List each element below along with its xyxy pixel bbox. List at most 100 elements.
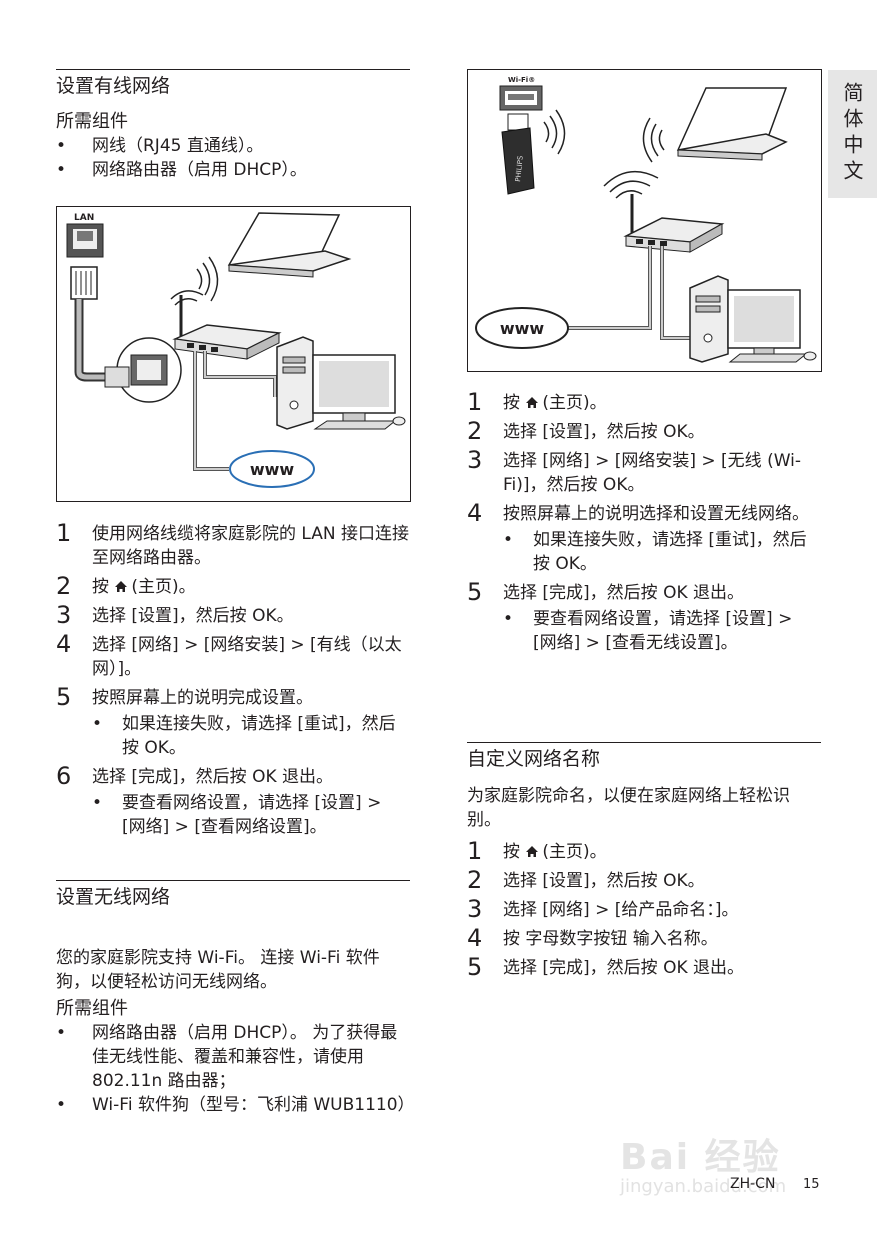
step-number: 5 xyxy=(56,683,72,711)
step-text: 选择 [网络] > [给产品命名：]。 xyxy=(503,900,739,920)
usb-port-icon xyxy=(499,85,543,111)
wireless-req-title: 所需组件 xyxy=(56,998,128,1019)
home-icon xyxy=(526,846,539,857)
list-item: 2 选择 [设置]，然后按 OK。 xyxy=(467,866,812,894)
desktop-pc-icon xyxy=(276,336,406,430)
list-item: 3 选择 [网络] > [给产品命名：]。 xyxy=(467,895,812,923)
step-number: 6 xyxy=(56,762,72,790)
list-item: 网线（RJ45 直通线）。 xyxy=(56,134,410,158)
wireless-diagram-svg: Wi-Fi® PHILIPS xyxy=(475,76,817,363)
step-number: 1 xyxy=(467,388,483,416)
step-text: (主页)。 xyxy=(542,393,607,413)
step-sublist: 如果连接失败，请选择 [重试]，然后按 OK。 xyxy=(92,712,410,760)
step-number: 3 xyxy=(467,446,483,474)
wired-diagram: LAN xyxy=(56,206,411,502)
wifi-signal-icon xyxy=(170,256,219,306)
list-item: 如果连接失败，请选择 [重试]，然后按 OK。 xyxy=(503,528,812,576)
step-text: 选择 [设置]，然后按 OK。 xyxy=(92,606,294,626)
wired-req-list: 网线（RJ45 直通线）。 网络路由器（启用 DHCP）。 xyxy=(56,134,410,182)
step-number: 1 xyxy=(56,519,72,547)
list-item: 3 选择 [设置]，然后按 OK。 xyxy=(56,601,410,629)
philips-label: PHILIPS xyxy=(514,155,525,182)
step-number: 3 xyxy=(467,895,483,923)
lan-zoom-icon xyxy=(104,337,182,403)
list-item: 网络路由器（启用 DHCP）。 为了获得最佳无线性能、覆盖和兼容性，请使用 80… xyxy=(56,1021,410,1093)
wireless-section-title: 设置无线网络 xyxy=(56,886,171,908)
wireless-diagram: Wi-Fi® PHILIPS xyxy=(467,69,822,372)
step-text: (主页)。 xyxy=(542,842,607,862)
step-number: 1 xyxy=(467,837,483,865)
list-item: 1 使用网络线缆将家庭影院的 LAN 接口连接至网络路由器。 xyxy=(56,519,410,570)
rename-section-title: 自定义网络名称 xyxy=(467,748,601,770)
section-rule xyxy=(56,880,410,881)
section-rule xyxy=(56,69,410,70)
step-number: 4 xyxy=(56,630,72,658)
step-text: (主页)。 xyxy=(131,577,196,597)
internet-www-icon: www xyxy=(229,450,315,488)
step-text: 选择 [设置]，然后按 OK。 xyxy=(503,871,705,891)
step-text: 选择 [设置]，然后按 OK。 xyxy=(503,422,705,442)
home-icon xyxy=(115,581,128,592)
wired-req-title: 所需组件 xyxy=(56,111,128,132)
section-rule xyxy=(467,742,821,743)
step-text: 按 xyxy=(92,577,109,597)
home-icon xyxy=(526,397,539,408)
step-sublist: 如果连接失败，请选择 [重试]，然后按 OK。 xyxy=(503,528,812,576)
list-item: 2 按 (主页)。 xyxy=(56,572,410,600)
wireless-steps: 1 按 (主页)。 2 选择 [设置]，然后按 OK。 3 选择 [网络] > … xyxy=(467,388,812,660)
list-item: 5 选择 [完成]，然后按 OK 退出。 xyxy=(467,953,812,981)
router-icon xyxy=(623,194,725,253)
rename-steps: 1 按 (主页)。 2 选择 [设置]，然后按 OK。 3 选择 [网络] > … xyxy=(467,837,812,985)
step-text: 按 xyxy=(503,842,520,862)
router-icon xyxy=(172,295,282,360)
ethernet-plug-icon xyxy=(70,266,98,300)
list-item: 4 按 字母数字按钮 输入名称。 xyxy=(467,924,812,952)
step-number: 4 xyxy=(467,924,483,952)
language-code: ZH-CN xyxy=(730,1176,776,1192)
step-sublist: 要查看网络设置，请选择 [设置] > [网络] > [查看无线设置]。 xyxy=(503,607,812,655)
step-text: 选择 [完成]，然后按 OK 退出。 xyxy=(503,958,745,978)
step-sublist: 要查看网络设置，请选择 [设置] > [网络] > [查看网络设置]。 xyxy=(92,791,410,839)
step-number: 2 xyxy=(56,572,72,600)
watermark-logo: Bai 经验 xyxy=(620,1137,781,1178)
list-item: Wi-Fi 软件狗（型号：飞利浦 WUB1110） xyxy=(56,1093,415,1117)
step-text: 选择 [网络] > [网络安装] > [有线（以太网）]。 xyxy=(92,635,402,679)
laptop-icon xyxy=(676,87,788,161)
step-number: 4 xyxy=(467,499,483,527)
www-label: www xyxy=(500,319,545,338)
language-tab-label: 简体中文 xyxy=(840,82,864,186)
step-number: 5 xyxy=(467,953,483,981)
step-number: 5 xyxy=(467,578,483,606)
www-label: www xyxy=(250,460,295,479)
list-item: 4 按照屏幕上的说明选择和设置无线网络。 如果连接失败，请选择 [重试]，然后按… xyxy=(467,499,812,576)
step-text: 使用网络线缆将家庭影院的 LAN 接口连接至网络路由器。 xyxy=(92,524,410,568)
wifi-dongle-icon: PHILIPS xyxy=(501,113,535,195)
wired-steps: 1 使用网络线缆将家庭影院的 LAN 接口连接至网络路由器。 2 按 (主页)。… xyxy=(56,519,410,844)
step-number: 2 xyxy=(467,417,483,445)
list-item: 要查看网络设置，请选择 [设置] > [网络] > [查看网络设置]。 xyxy=(92,791,410,839)
language-tab: 简体中文 xyxy=(828,70,877,198)
lan-label: LAN xyxy=(74,213,94,223)
wired-section-title: 设置有线网络 xyxy=(56,75,171,97)
step-text: 选择 [完成]，然后按 OK 退出。 xyxy=(503,583,745,603)
step-number: 3 xyxy=(56,601,72,629)
step-text: 选择 [网络] > [网络安装] > [无线 (Wi-Fi)]，然后按 OK。 xyxy=(503,451,801,495)
watermark-url: jingyan.baidu.com xyxy=(620,1176,787,1197)
list-item: 网络路由器（启用 DHCP）。 xyxy=(56,158,410,182)
wired-diagram-svg: LAN xyxy=(66,212,406,488)
list-item: 2 选择 [设置]，然后按 OK。 xyxy=(467,417,812,445)
desktop-pc-icon xyxy=(689,275,817,363)
list-item: 如果连接失败，请选择 [重试]，然后按 OK。 xyxy=(92,712,410,760)
list-item: 3 选择 [网络] > [网络安装] > [无线 (Wi-Fi)]，然后按 OK… xyxy=(467,446,812,497)
step-number: 2 xyxy=(467,866,483,894)
wifi-port-label: Wi-Fi® xyxy=(508,76,535,84)
step-text: 按 xyxy=(503,393,520,413)
rename-intro: 为家庭影院命名，以便在家庭网络上轻松识别。 xyxy=(467,786,790,830)
lan-port-icon xyxy=(66,223,104,258)
list-item: 1 按 (主页)。 xyxy=(467,837,812,865)
list-item: 4 选择 [网络] > [网络安装] > [有线（以太网）]。 xyxy=(56,630,410,681)
wifi-signal-icon xyxy=(543,109,665,199)
laptop-icon xyxy=(227,212,352,278)
internet-www-icon: www xyxy=(475,307,569,349)
step-text: 按照屏幕上的说明完成设置。 xyxy=(92,688,313,708)
